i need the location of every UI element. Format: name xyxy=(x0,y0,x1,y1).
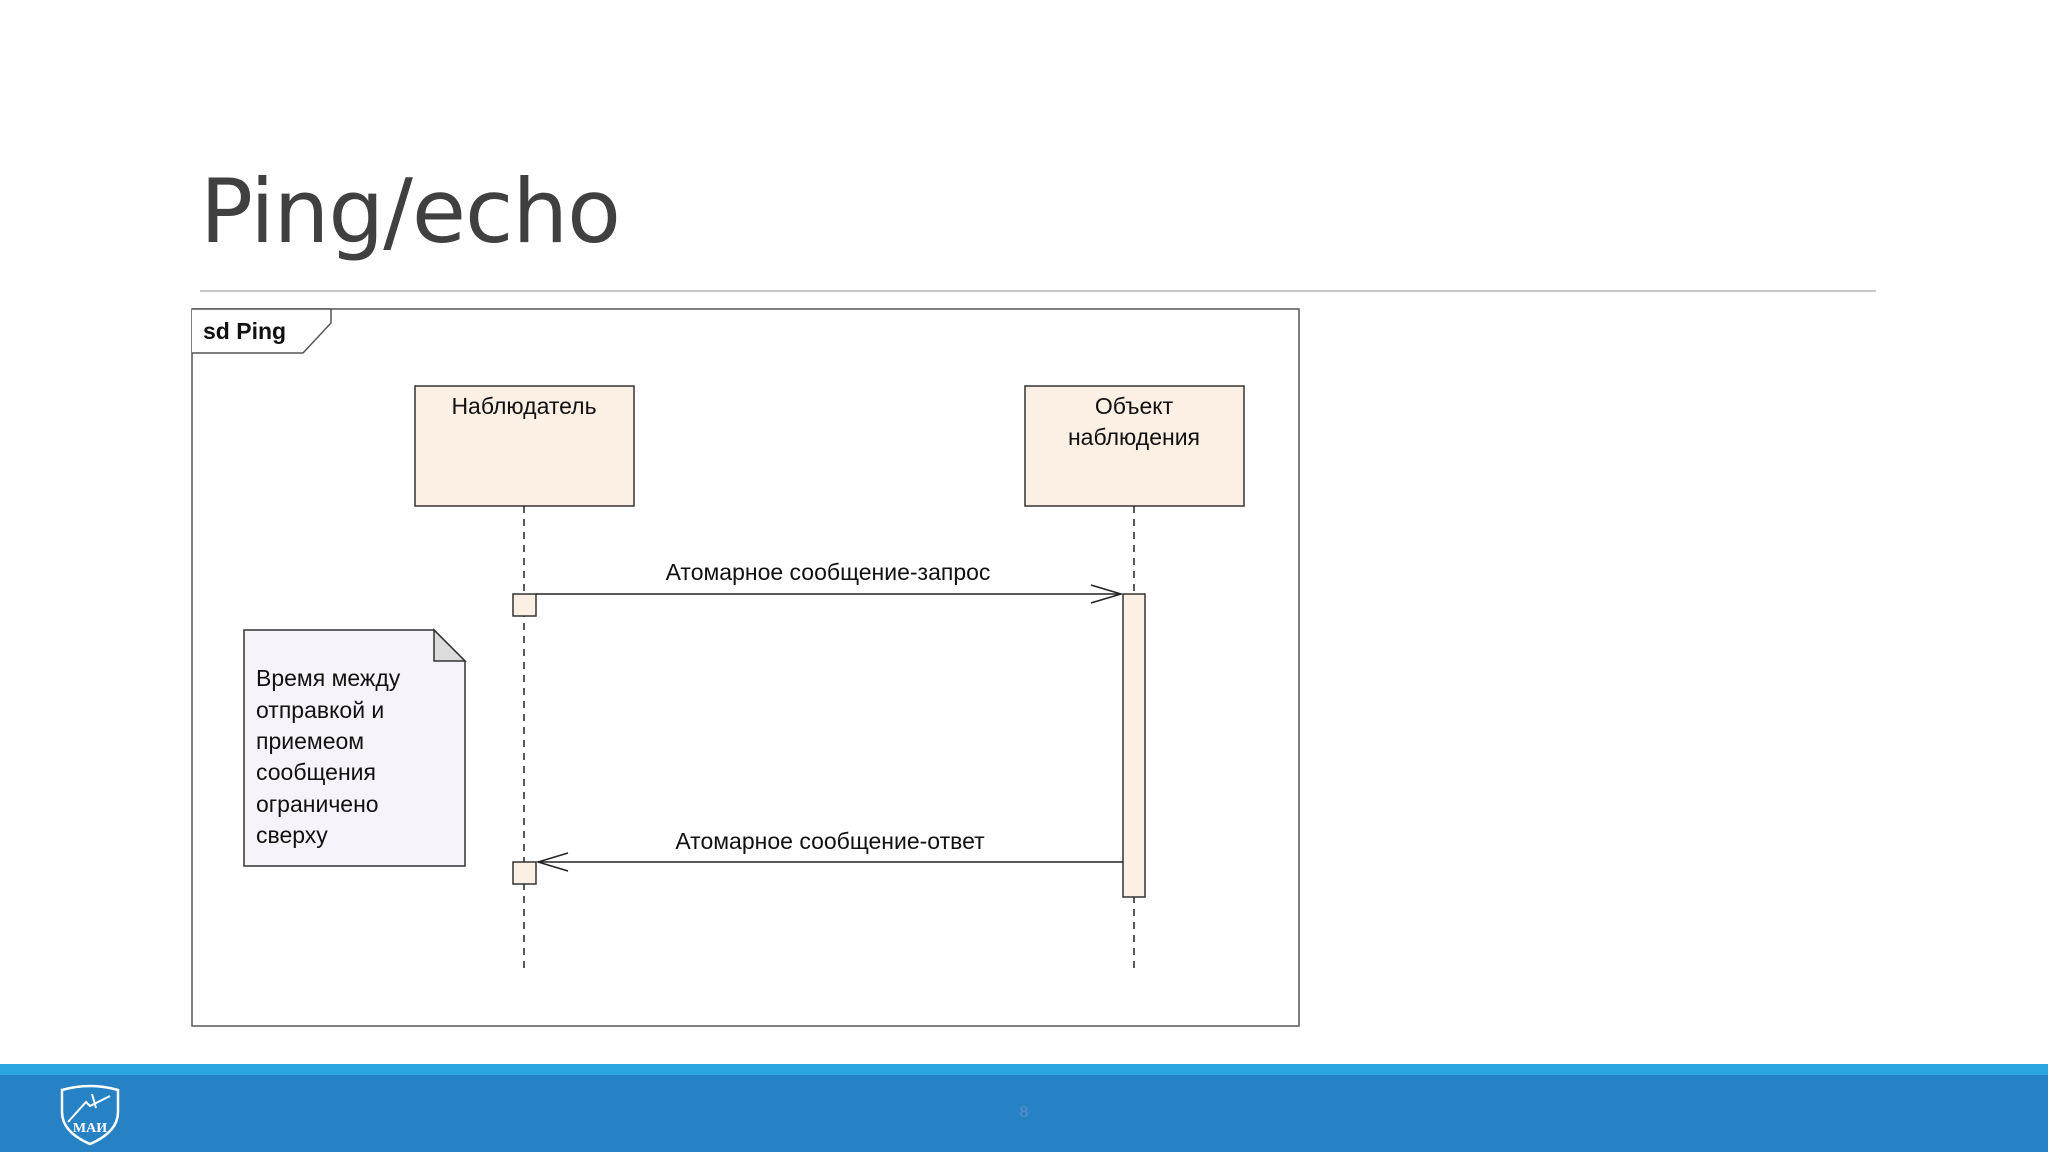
footer-accent-strip xyxy=(0,1064,2048,1075)
note-line-2: отправкой и xyxy=(256,697,384,723)
note-line-4: сообщения xyxy=(256,759,376,785)
message-response-arrowhead xyxy=(535,852,569,872)
title-divider xyxy=(200,290,1876,292)
activation-observed xyxy=(1122,593,1146,898)
frame-label-tab xyxy=(192,308,332,354)
participant-observed-label-line2: наблюдения xyxy=(1068,424,1200,450)
participant-observed-box[interactable] xyxy=(1024,385,1245,507)
note-line-3: приемеом xyxy=(256,728,364,754)
sequence-diagram: sd Ping Наблюдатель Объект наблюдения Ат… xyxy=(191,308,1300,1027)
logo-text: МАИ xyxy=(73,1121,107,1136)
message-request-arrowhead xyxy=(1090,584,1124,604)
frame-label: sd Ping xyxy=(203,318,286,344)
mai-logo-icon: МАИ xyxy=(60,1084,120,1146)
footer-bar xyxy=(0,1075,2048,1152)
note-line-6: сверху xyxy=(256,822,328,848)
note-fold xyxy=(433,628,467,662)
activation-observer-receive xyxy=(512,861,537,885)
note-box[interactable] xyxy=(243,629,466,867)
message-response-label: Атомарное сообщение-ответ xyxy=(675,828,985,854)
note-line-5: ограничено xyxy=(256,791,379,817)
activation-observer-send xyxy=(512,593,537,617)
participant-observer-box[interactable] xyxy=(414,385,635,507)
participant-observed-label-line1: Объект xyxy=(1095,393,1174,419)
page-number: 8 xyxy=(1019,1104,1029,1121)
message-request-label: Атомарное сообщение-запрос xyxy=(666,559,991,585)
slide-title: Ping/echo xyxy=(200,160,621,263)
note-line-1: Время между xyxy=(256,665,401,691)
participant-observer-label: Наблюдатель xyxy=(451,393,596,419)
